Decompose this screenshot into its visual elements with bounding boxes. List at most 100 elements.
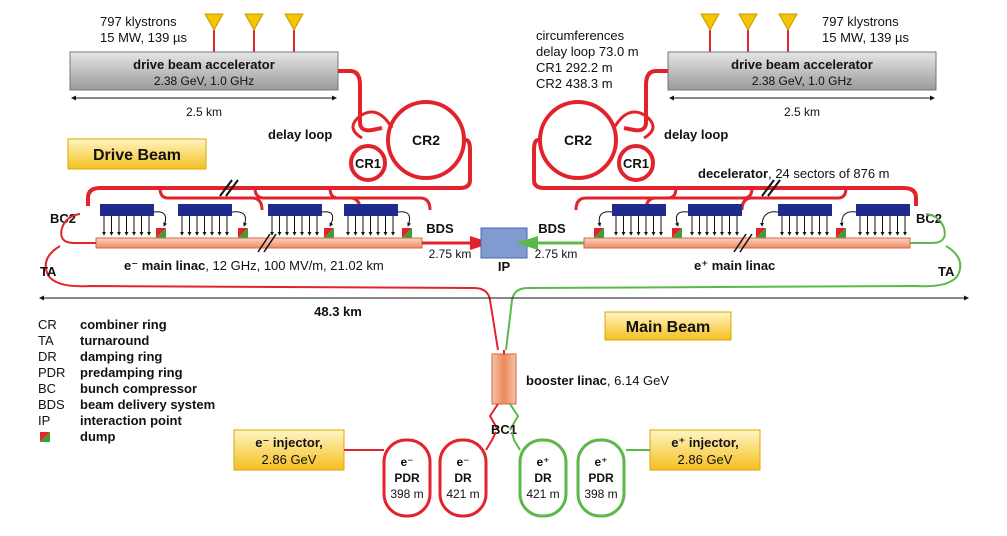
left-ta-label: TA (40, 264, 57, 279)
right-drive-transfer-line (623, 69, 668, 133)
right-dumps (594, 211, 857, 238)
positron-injector-energy: 2.86 GeV (678, 452, 733, 467)
right-cr1-ring (617, 144, 655, 182)
left-ring-exit-line (459, 138, 472, 190)
left-decelerator-distribution (86, 179, 460, 211)
positron-pdr-name: PDR (588, 471, 614, 485)
booster-label: booster linac, 6.14 GeV (526, 373, 669, 388)
left-drive-accelerator-box (69, 51, 339, 91)
left-klystrons-count: 797 klystrons (100, 14, 177, 29)
left-decelerator-blocks (100, 204, 398, 216)
left-drive-transfer-line (338, 69, 383, 133)
right-cr1-label: CR1 (623, 156, 649, 171)
left-dumps (153, 211, 412, 238)
positron-dr-name: DR (534, 471, 552, 485)
legend-abbr: CR (38, 317, 57, 332)
left-klystrons-power: 15 MW, 139 µs (100, 30, 187, 45)
ip-label: IP (498, 259, 511, 274)
legend-text: dump (80, 429, 115, 444)
right-bds-length: 2.75 km (535, 247, 578, 261)
right-main-linac-label: e⁺ main linac (694, 258, 775, 273)
legend-text: predamping ring (80, 365, 183, 380)
decelerator-block (178, 204, 232, 216)
legend-abbr: IP (38, 413, 50, 428)
main-beam-label-box (604, 311, 732, 341)
legend-abbr: TA (38, 333, 54, 348)
left-bds-label: BDS (426, 221, 454, 236)
circumference-delay-loop: delay loop 73.0 m (536, 44, 639, 59)
right-ta-label: TA (938, 264, 955, 279)
right-drive-accelerator-box (667, 51, 937, 91)
left-delay-loop-label: delay loop (268, 127, 332, 142)
decelerator-block (778, 204, 832, 216)
positron-return-line (505, 245, 962, 351)
right-bc2-line (910, 213, 946, 244)
left-delay-loop (351, 110, 394, 140)
electron-dr-ring (438, 438, 488, 518)
right-klystrons (700, 13, 798, 52)
positron-pdr-length: 398 m (584, 487, 617, 501)
left-bc2-line (60, 213, 96, 244)
bc1-positron-branch (509, 403, 520, 431)
legend-abbr: PDR (38, 365, 65, 380)
left-bds-length: 2.75 km (429, 247, 472, 261)
main-beam-label: Main Beam (626, 319, 710, 336)
positron-pdr-ring (576, 438, 626, 518)
positron-pdr-particle: e⁺ (594, 455, 607, 469)
decelerator-block (268, 204, 322, 216)
left-drive-beam-complex: 797 klystrons 15 MW, 139 µs drive beam a… (69, 13, 472, 190)
right-accel-title: drive beam accelerator (731, 57, 873, 72)
bc1-label: BC1 (491, 422, 517, 437)
electron-injector-energy: 2.86 GeV (262, 452, 317, 467)
decelerator-block (612, 204, 666, 216)
legend-text: turnaround (80, 333, 149, 348)
positron-injector-title: e⁺ injector, (671, 435, 739, 450)
electron-pdr-particle: e⁻ (400, 455, 413, 469)
legend-text: interaction point (80, 413, 183, 428)
right-klystrons-count: 797 klystrons (822, 14, 899, 29)
circumference-cr2: CR2 438.3 m (536, 76, 613, 91)
booster-linac-bar (491, 353, 517, 405)
right-delay-loop-label: delay loop (664, 127, 728, 142)
electron-dr-name: DR (454, 471, 472, 485)
right-cr2-label: CR2 (564, 132, 592, 148)
klystron-icon (284, 13, 304, 32)
dump-icon (40, 432, 50, 442)
left-accel-sub: 2.38 GeV, 1.0 GHz (154, 74, 254, 88)
klystron-icon (204, 13, 224, 32)
positron-dr-particle: e⁺ (536, 455, 549, 469)
decelerator-label: decelerator, 24 sectors of 876 m (698, 166, 890, 181)
left-cr2-label: CR2 (412, 132, 440, 148)
klystron-icon (700, 13, 720, 32)
left-klystrons (204, 13, 304, 52)
left-main-linac-bar (95, 237, 423, 249)
legend-text: combiner ring (80, 317, 167, 332)
circumferences-title: circumferences (536, 28, 625, 43)
positron-arrow-icon (516, 236, 538, 250)
electron-pdr-length: 398 m (390, 487, 423, 501)
right-bds-label: BDS (538, 221, 566, 236)
legend-text: beam delivery system (80, 397, 215, 412)
left-main-linac-label: e⁻ main linac, 12 GHz, 100 MV/m, 21.02 k… (124, 258, 384, 273)
positron-dr-ring (518, 438, 568, 518)
drive-beam-label-box (67, 138, 207, 170)
bc1-electron-branch (488, 403, 499, 431)
positron-dr-length: 421 m (526, 487, 559, 501)
left-bc2-label: BC2 (50, 211, 76, 226)
drive-beam-label: Drive Beam (93, 147, 181, 164)
decelerator-block (344, 204, 398, 216)
electron-return-line (44, 245, 499, 351)
legend: CR combiner ring TA turnaround DR dampin… (38, 317, 215, 444)
decelerator-block (100, 204, 154, 216)
left-accel-length: 2.5 km (186, 105, 222, 119)
legend-abbr: BDS (38, 397, 65, 412)
right-accel-sub: 2.38 GeV, 1.0 GHz (752, 74, 852, 88)
electron-injector-title: e⁻ injector, (255, 435, 323, 450)
right-decelerator-distribution (544, 179, 918, 211)
right-main-linac-bar (583, 237, 911, 249)
decelerator-block (856, 204, 910, 216)
klystron-icon (244, 13, 264, 32)
electron-dr-particle: e⁻ (456, 455, 469, 469)
positron-injector-box (649, 429, 761, 471)
